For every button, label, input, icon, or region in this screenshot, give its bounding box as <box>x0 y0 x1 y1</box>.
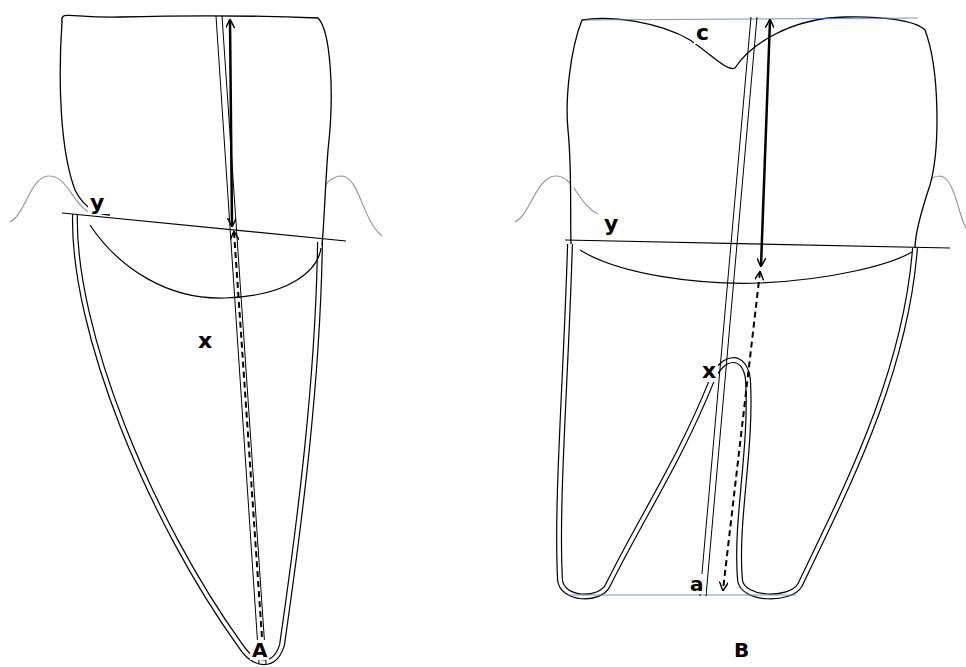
measure-label: a <box>688 574 706 594</box>
figure-letter: B <box>732 640 751 660</box>
measure-label: x <box>196 330 214 352</box>
measure-label: c <box>694 22 711 44</box>
gingiva <box>10 176 966 236</box>
molar <box>559 17 950 597</box>
measure-label: x <box>700 360 718 382</box>
figure-letter: A <box>250 640 269 660</box>
measure-label: y <box>602 213 620 235</box>
incisor <box>60 15 346 664</box>
measure-label: y <box>88 192 106 214</box>
